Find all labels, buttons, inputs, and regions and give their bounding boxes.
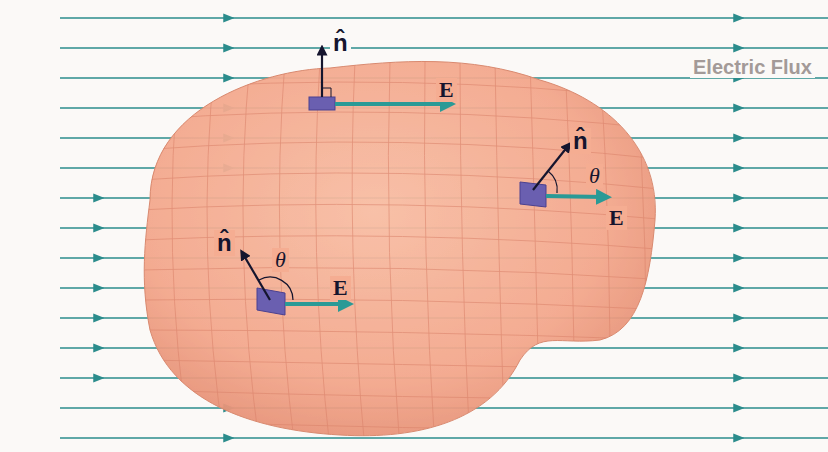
grid-line <box>140 204 670 220</box>
field-label: E <box>330 276 351 300</box>
area-element <box>309 97 335 110</box>
grid-line <box>243 60 260 450</box>
normal-label: n̂ <box>214 230 235 256</box>
grid-line <box>140 299 670 310</box>
closed-surface <box>144 61 655 435</box>
field-label: E <box>606 206 627 230</box>
grid-line <box>388 60 400 450</box>
normal-label: n̂ <box>570 128 591 154</box>
normal-arrow <box>321 50 323 97</box>
normal-vectors <box>243 50 568 300</box>
field-vector <box>285 302 346 306</box>
grid-line <box>352 60 365 450</box>
angle-arcs <box>259 171 557 300</box>
field-line <box>60 17 828 19</box>
field-lines <box>60 18 828 438</box>
grid-line <box>140 360 670 370</box>
field-vector <box>335 102 448 106</box>
grid-line <box>172 60 190 450</box>
normal-arrow <box>533 146 568 190</box>
area-elements <box>257 97 546 315</box>
grid-line <box>565 60 575 450</box>
surface-grid <box>140 60 670 450</box>
angle-label: θ <box>272 248 289 272</box>
grid-line <box>600 60 610 450</box>
field-vectors <box>285 104 604 304</box>
grid-line <box>140 268 670 280</box>
normal-label: n̂ <box>330 30 351 56</box>
grid-line <box>316 60 330 450</box>
grid-line <box>140 390 670 400</box>
field-line <box>60 437 828 439</box>
grid-line <box>424 60 435 450</box>
grid-line <box>495 60 505 450</box>
angle-arc <box>259 277 293 300</box>
field-vector <box>546 196 604 197</box>
grid-line <box>140 420 670 430</box>
grid-line <box>140 82 670 100</box>
area-element <box>520 182 546 207</box>
grid-line <box>460 60 470 450</box>
field-line <box>60 47 828 49</box>
right-angle-mark <box>322 88 331 97</box>
section-heading: Electric Flux <box>690 56 815 78</box>
field-label: E <box>436 78 457 102</box>
angle-label: θ <box>586 164 603 188</box>
area-element <box>257 288 285 315</box>
grid-line <box>140 330 670 340</box>
grid-line <box>635 60 646 450</box>
angle-arc <box>548 171 557 193</box>
